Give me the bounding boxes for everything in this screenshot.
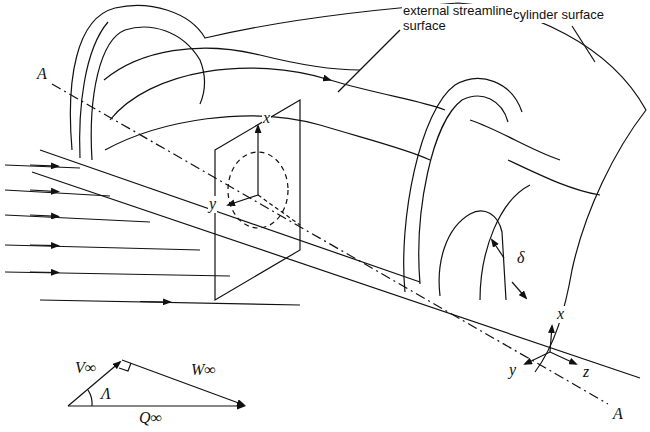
symbol-label: x bbox=[556, 306, 565, 323]
symbol-label: x bbox=[262, 110, 271, 127]
callout-label: cylinder surface bbox=[512, 8, 605, 23]
symbol-label: z bbox=[582, 364, 590, 381]
symbol-label: W∞ bbox=[190, 362, 217, 379]
symbol-label: y bbox=[208, 196, 217, 213]
symbol-label: Q∞ bbox=[138, 410, 163, 427]
symbol-label: y bbox=[508, 362, 517, 379]
symbol-label: V∞ bbox=[74, 360, 97, 377]
symbol-label: δ bbox=[516, 250, 525, 267]
symbol-label: Λ bbox=[100, 386, 112, 403]
callout-label: external streamline surface bbox=[402, 4, 522, 34]
symbol-label: A bbox=[612, 406, 624, 423]
symbol-label: A bbox=[36, 66, 48, 83]
